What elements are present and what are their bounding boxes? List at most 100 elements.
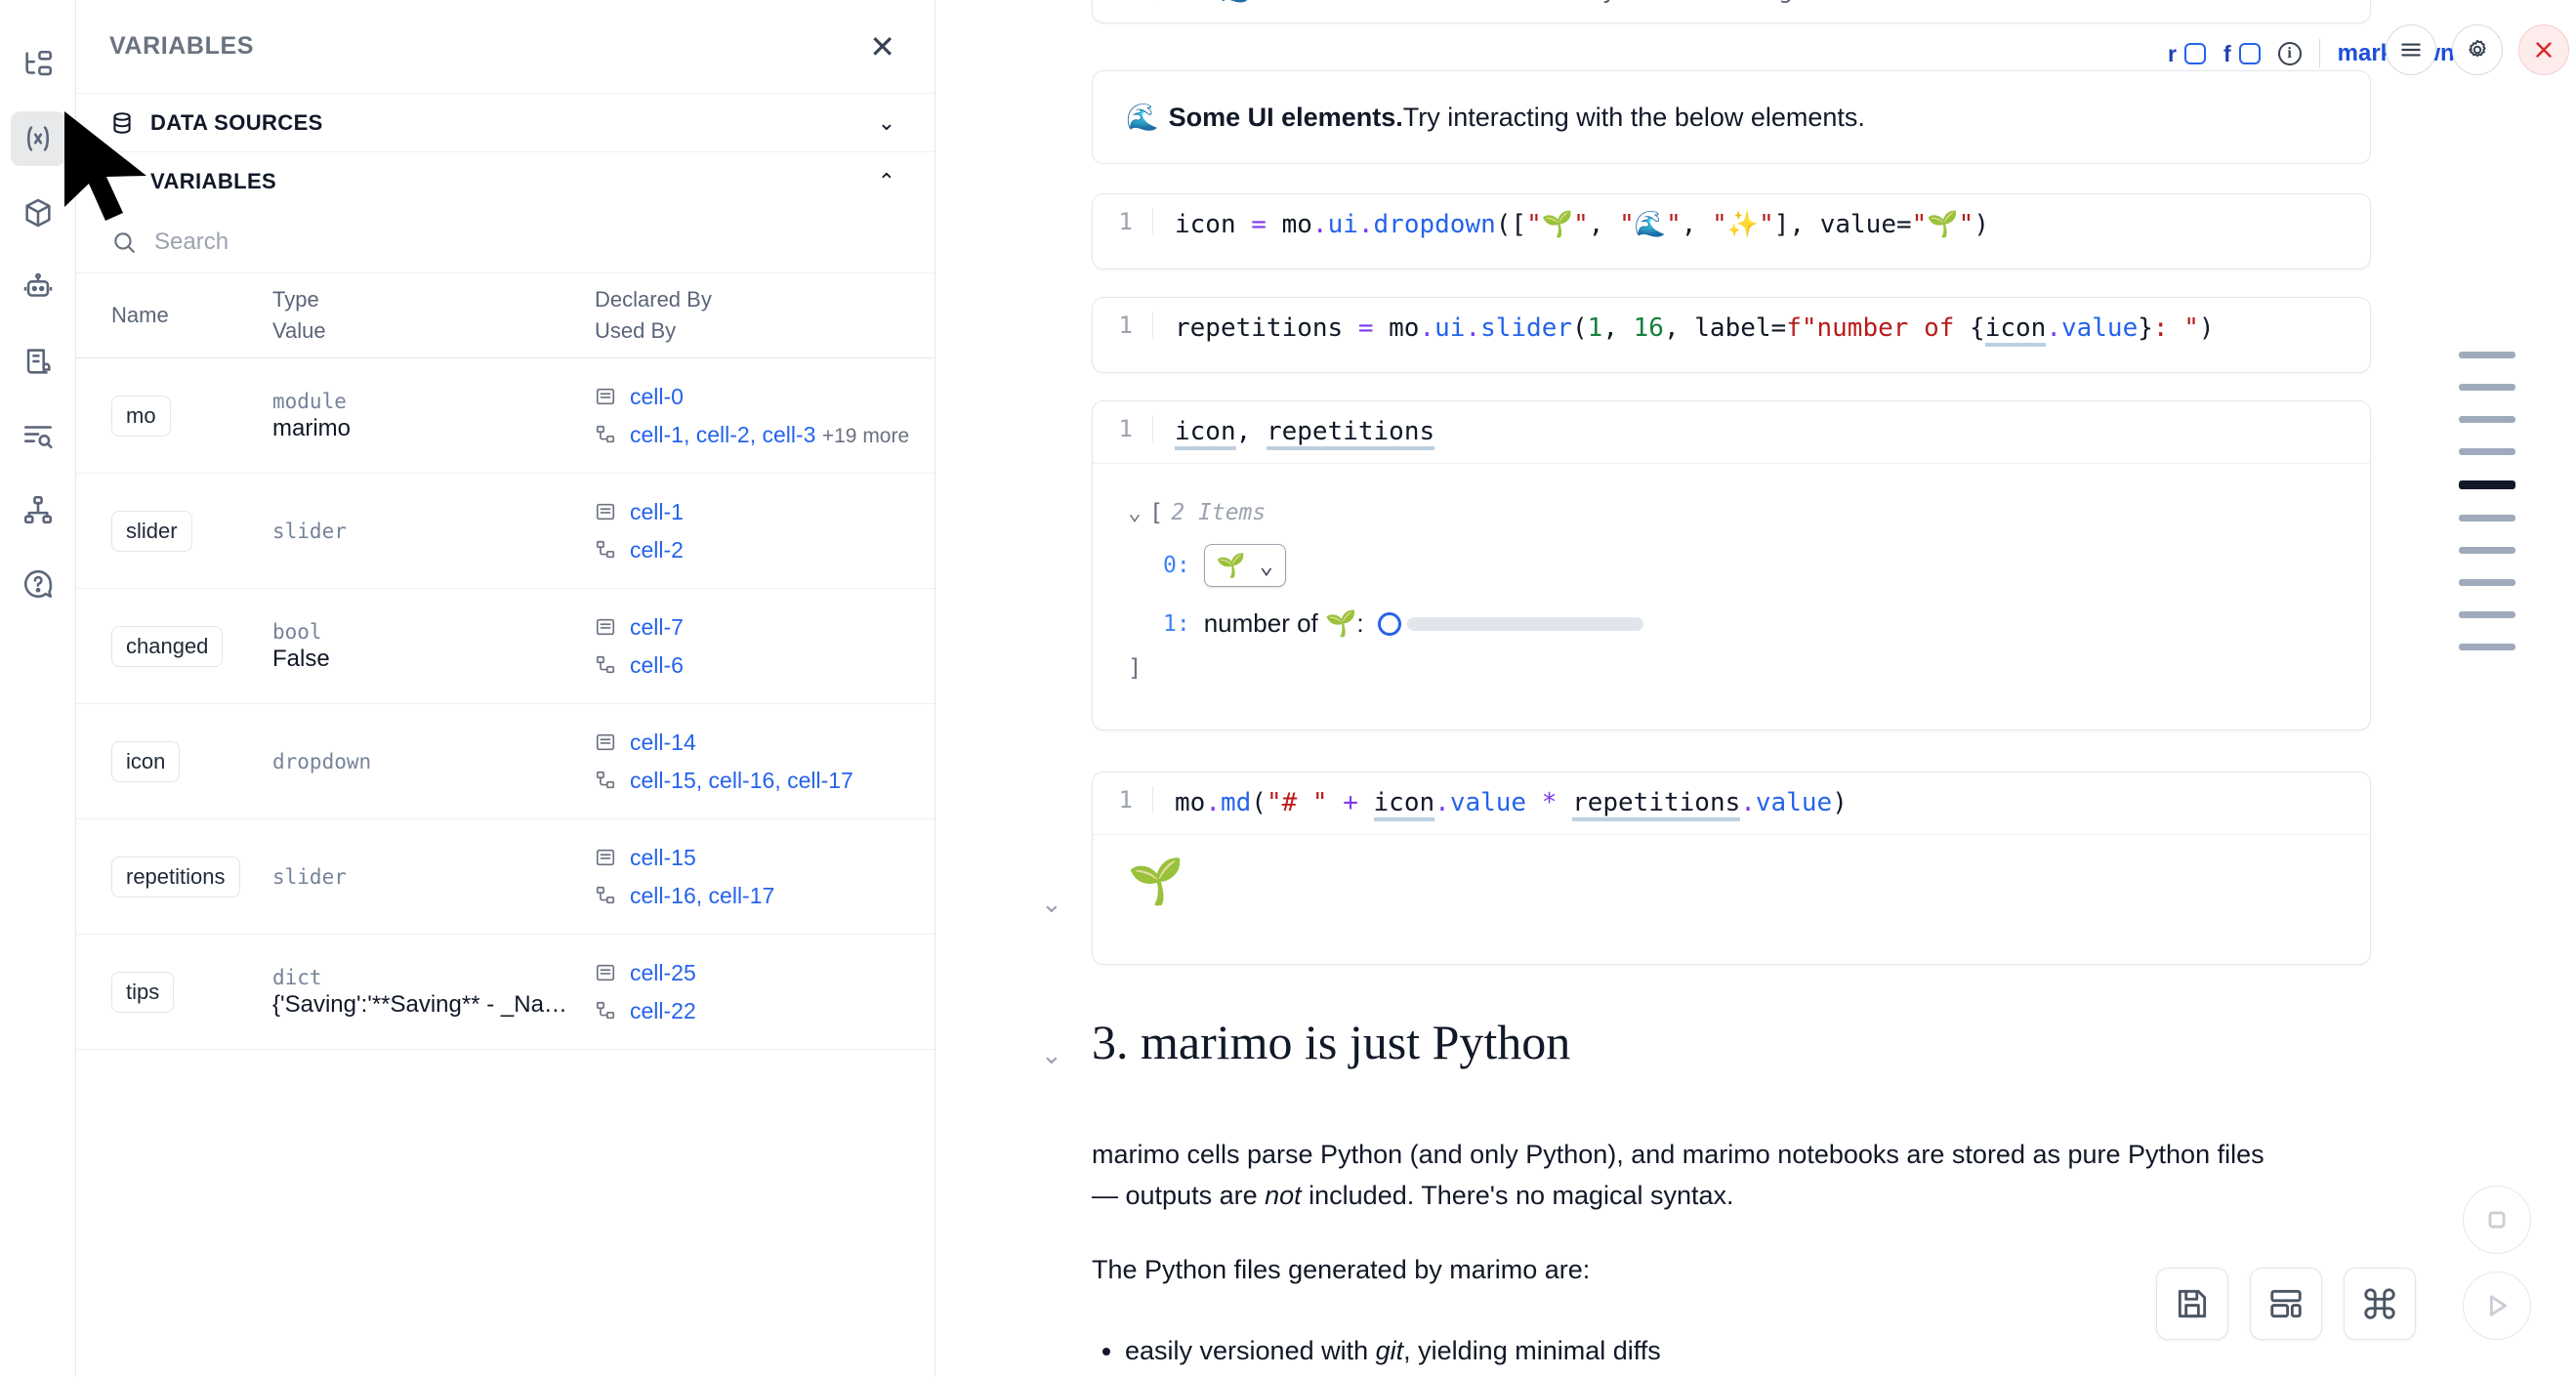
minimap-bar[interactable] bbox=[2459, 644, 2515, 650]
declared-by-links[interactable]: cell-7 bbox=[630, 614, 684, 641]
format-toggle[interactable]: f bbox=[2223, 41, 2261, 67]
save-icon[interactable] bbox=[2156, 1268, 2228, 1340]
checkbox-icon[interactable] bbox=[2183, 43, 2206, 64]
used-by-links[interactable]: cell-16, cell-17 bbox=[630, 882, 775, 908]
variable-value: {'Saving':'**Saving** - _Na… bbox=[272, 990, 567, 1018]
cell-link[interactable]: cell-2 bbox=[695, 421, 750, 447]
cell-link[interactable]: cell-15 bbox=[630, 844, 696, 870]
file-tree-icon[interactable] bbox=[11, 37, 65, 92]
minimap-bar[interactable] bbox=[2459, 611, 2515, 618]
cell-link[interactable]: cell-14 bbox=[630, 729, 696, 755]
robot-icon[interactable] bbox=[11, 260, 65, 314]
declared-by-line: cell-0 bbox=[595, 384, 935, 410]
slider-handle[interactable] bbox=[1377, 611, 1401, 636]
cell-link[interactable]: cell-25 bbox=[630, 959, 696, 985]
command-icon[interactable] bbox=[2344, 1268, 2416, 1340]
cell-link[interactable]: cell-0 bbox=[630, 383, 684, 409]
column-header-value: Value bbox=[272, 318, 326, 343]
variable-name-pill[interactable]: slider bbox=[111, 510, 192, 552]
minimap-scrollbar[interactable] bbox=[2459, 352, 2515, 650]
code-cell-md[interactable]: 1 mo.md("# " + icon.value * repetitions.… bbox=[1092, 772, 2371, 965]
dependency-graph-icon[interactable] bbox=[11, 482, 65, 537]
used-by-links[interactable]: cell-2 bbox=[630, 537, 684, 563]
search-input[interactable] bbox=[154, 228, 895, 256]
variable-name-cell: tips bbox=[111, 971, 272, 1013]
cell-link[interactable]: cell-2 bbox=[630, 536, 684, 563]
variables-icon[interactable] bbox=[10, 111, 65, 166]
cell-link[interactable]: cell-15 bbox=[630, 767, 696, 793]
close-icon[interactable]: ✕ bbox=[869, 28, 895, 64]
markdown-output-cell[interactable]: 🌊 Some UI elements. Try interacting with… bbox=[1092, 70, 2371, 164]
code-cell-slider[interactable]: 1 repetitions = mo.ui.slider(1, 16, labe… bbox=[1092, 297, 2371, 373]
used-by-links[interactable]: cell-22 bbox=[630, 998, 696, 1024]
reactive-toggle[interactable]: r bbox=[2168, 41, 2206, 67]
cell-link[interactable]: cell-1 bbox=[630, 498, 684, 524]
cell-link[interactable]: cell-7 bbox=[630, 613, 684, 640]
chevron-up-icon[interactable]: ⌃ bbox=[877, 169, 895, 193]
inspector-entry-0: 0: 🌱 ⌄ bbox=[1128, 544, 2350, 587]
minimap-bar[interactable] bbox=[2459, 352, 2515, 358]
cell-link[interactable]: cell-3 bbox=[762, 421, 816, 447]
declared-by-links[interactable]: cell-1 bbox=[630, 499, 684, 525]
layout-icon[interactable] bbox=[2250, 1268, 2322, 1340]
close-icon[interactable] bbox=[2518, 24, 2569, 75]
variable-name-pill[interactable]: repetitions bbox=[111, 855, 240, 897]
stop-icon[interactable] bbox=[2463, 1186, 2531, 1254]
collapse-chevron-section[interactable]: ⌄ bbox=[1041, 1040, 1062, 1069]
dropdown-widget[interactable]: 🌱 ⌄ bbox=[1203, 544, 1287, 587]
chevron-down-icon[interactable]: ⌄ bbox=[1259, 552, 1274, 579]
used-by-links[interactable]: cell-1, cell-2, cell-3 +19 more bbox=[630, 421, 910, 447]
declared-by-links[interactable]: cell-14 bbox=[630, 730, 696, 756]
minimap-bar[interactable] bbox=[2459, 416, 2515, 423]
declared-by-links[interactable]: cell-15 bbox=[630, 845, 696, 871]
chevron-down-icon[interactable]: ⌄ bbox=[877, 109, 895, 135]
declared-by-links[interactable]: cell-25 bbox=[630, 960, 696, 986]
code-cell-display[interactable]: 1 icon, repetitions ⌄ [ 2 Items 0: 🌱 ⌄ bbox=[1092, 400, 2371, 730]
minimap-bar[interactable] bbox=[2459, 579, 2515, 586]
more-count[interactable]: +19 more bbox=[821, 424, 910, 447]
chevron-down-icon[interactable]: ⌄ bbox=[1128, 500, 1142, 525]
slider-track[interactable] bbox=[1406, 616, 1643, 631]
help-icon[interactable] bbox=[11, 557, 65, 611]
cell-link[interactable]: cell-17 bbox=[787, 767, 853, 793]
cell-markdown-source-clipped[interactable]: 1 """🌊 Some UI elements.""" Try interact… bbox=[1092, 0, 2371, 23]
cell-link[interactable]: cell-16 bbox=[708, 767, 775, 793]
cell-link[interactable]: cell-6 bbox=[630, 651, 684, 678]
used-by-links[interactable]: cell-15, cell-16, cell-17 bbox=[630, 767, 853, 793]
cell-link[interactable]: cell-1 bbox=[630, 421, 684, 447]
logs-search-icon[interactable] bbox=[11, 408, 65, 463]
info-icon[interactable]: i bbox=[2277, 42, 2302, 65]
section-data-sources[interactable]: DATA SOURCES ⌄ bbox=[76, 94, 935, 152]
scratchpad-icon[interactable] bbox=[11, 334, 65, 389]
minimap-bar[interactable] bbox=[2459, 515, 2515, 522]
collapse-chevron-md[interactable]: ⌄ bbox=[1041, 889, 1062, 918]
inspector-header[interactable]: ⌄ [ 2 Items bbox=[1128, 499, 2350, 526]
package-icon[interactable] bbox=[11, 186, 65, 240]
cell-link[interactable]: cell-22 bbox=[630, 997, 696, 1023]
variable-name-pill[interactable]: changed bbox=[111, 625, 224, 667]
variable-name-pill[interactable]: icon bbox=[111, 740, 181, 782]
declared-by-links[interactable]: cell-0 bbox=[630, 384, 684, 410]
code-cell-dropdown[interactable]: 1 icon = mo.ui.dropdown(["🌱", "🌊", "✨"],… bbox=[1092, 193, 2371, 270]
variable-name-pill[interactable]: mo bbox=[111, 395, 171, 437]
checkbox-icon[interactable] bbox=[2238, 43, 2261, 64]
minimap-bar[interactable] bbox=[2459, 480, 2515, 489]
used-by-links[interactable]: cell-6 bbox=[630, 652, 684, 679]
run-icon[interactable] bbox=[2463, 1272, 2531, 1340]
section-variables[interactable]: VARIABLES ⌃ bbox=[76, 152, 935, 211]
minimap-bar[interactable] bbox=[2459, 448, 2515, 455]
minimap-bar[interactable] bbox=[2459, 384, 2515, 391]
minimap-bar[interactable] bbox=[2459, 547, 2515, 554]
variable-name-cell: repetitions bbox=[111, 855, 272, 897]
cell-link[interactable]: cell-16 bbox=[630, 882, 696, 908]
gear-icon[interactable] bbox=[2452, 24, 2503, 75]
variable-name-pill[interactable]: tips bbox=[111, 971, 175, 1013]
hamburger-icon[interactable] bbox=[2386, 24, 2436, 75]
cell-link[interactable]: cell-17 bbox=[708, 882, 775, 908]
